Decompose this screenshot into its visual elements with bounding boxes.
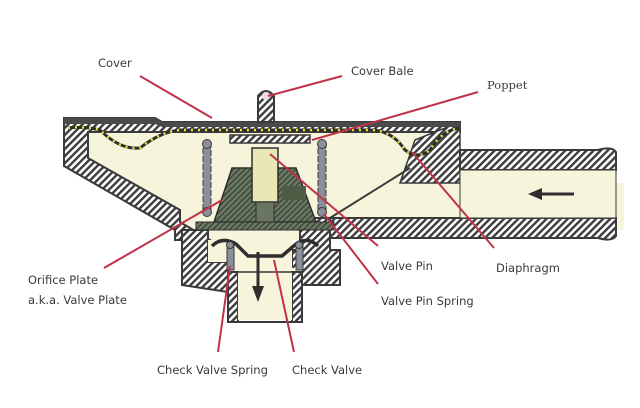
label-diaphragm: Diaphragm <box>496 261 560 275</box>
label-orifice-plate: Orifice Plate <box>28 273 99 287</box>
cover-assembly <box>64 90 461 157</box>
outlet-channel <box>238 272 292 320</box>
orifice-plate <box>195 147 335 231</box>
valve-body <box>63 117 624 323</box>
label-orifice-plate-aka: a.k.a. Valve Plate <box>28 293 127 307</box>
outlet-flow-arrow <box>252 252 264 302</box>
leader-lines <box>103 75 495 353</box>
label-check-valve: Check Valve <box>292 363 363 377</box>
inlet-tube-top <box>459 147 617 171</box>
valve-pin-springs <box>202 139 327 217</box>
label-valve-pin: Valve Pin <box>381 259 433 273</box>
label-cover: Cover <box>98 56 132 70</box>
leader-poppet <box>311 91 479 141</box>
leader-check-valve-spring <box>217 265 231 353</box>
leader-check-valve <box>273 259 295 353</box>
outlet-right-wall <box>291 271 303 323</box>
leader-diaphragm <box>411 151 495 249</box>
cover-bale <box>257 90 275 123</box>
leader-orifice-plate <box>103 199 223 269</box>
poppet-plate <box>229 134 311 144</box>
leader-cover <box>139 75 213 119</box>
inlet-tube-bottom <box>329 217 617 241</box>
label-check-valve-spring: Check Valve Spring <box>157 363 268 377</box>
label-poppet: Poppet <box>487 78 528 92</box>
leader-cover-bale <box>267 75 343 97</box>
leader-valve-pin-spring <box>323 213 379 285</box>
label-valve-pin-spring: Valve Pin Spring <box>381 294 474 308</box>
leader-valve-pin <box>269 153 379 247</box>
inlet-flow-arrow <box>528 188 574 200</box>
check-valve <box>210 238 320 271</box>
outlet-left-wall <box>227 271 239 323</box>
valve-pin <box>251 147 279 203</box>
diaphragm-membrane <box>67 125 461 157</box>
label-cover-bale: Cover Bale <box>351 64 414 78</box>
